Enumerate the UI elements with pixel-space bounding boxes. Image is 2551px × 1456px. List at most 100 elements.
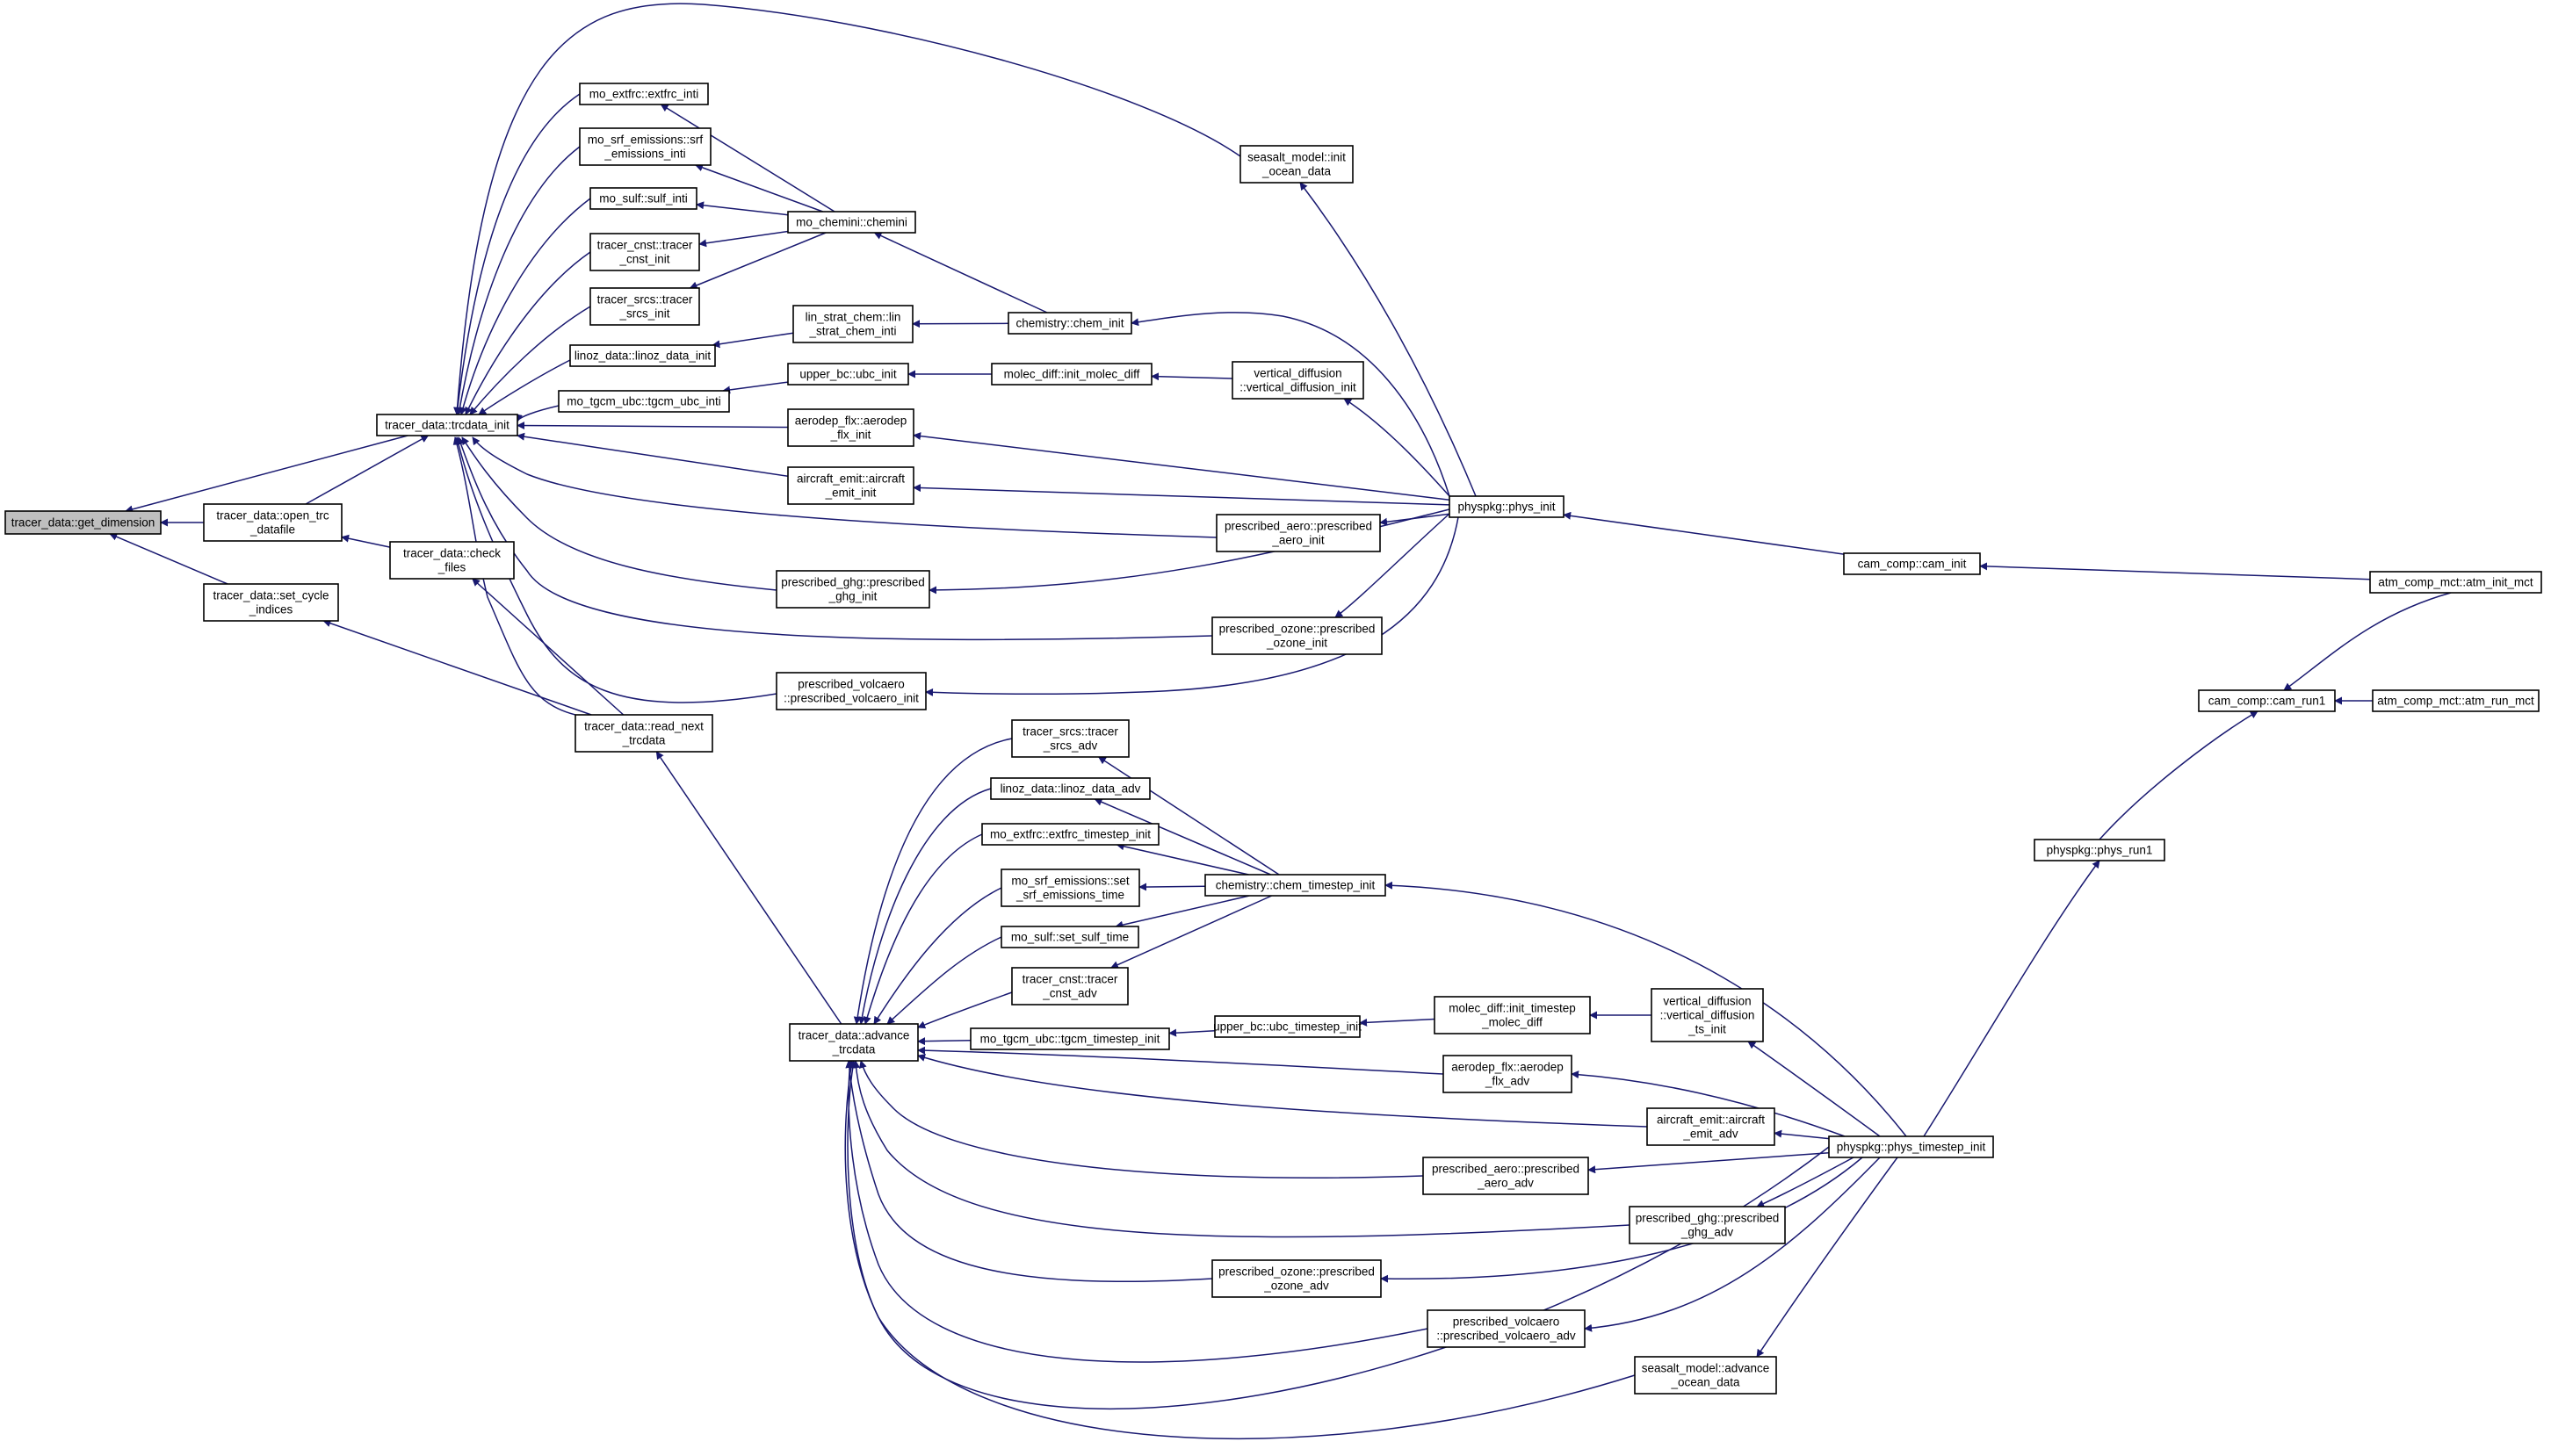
node-box xyxy=(1211,1259,1382,1298)
graph-node-n33[interactable]: tracer_srcs::tracer_srcs_adv xyxy=(1011,719,1130,758)
node-label: _ocean_data xyxy=(1261,165,1332,178)
node-box xyxy=(787,363,909,386)
node-label: mo_srf_emissions::srf xyxy=(588,133,704,147)
graph-node-n45[interactable]: aircraft_emit::aircraft_emit_adv xyxy=(1646,1107,1775,1146)
node-label: prescribed_volcaero xyxy=(1453,1315,1560,1329)
graph-node-n42[interactable]: molec_diff::init_timestep_molec_diff xyxy=(1434,996,1591,1034)
graph-node-n28[interactable]: cam_comp::cam_init xyxy=(1843,552,1981,575)
node-label: chemistry::chem_init xyxy=(1015,317,1124,330)
graph-node-n32[interactable]: physpkg::phys_run1 xyxy=(2034,839,2165,861)
node-label: _emit_init xyxy=(825,487,877,500)
node-label: aerodep_flx::aerodep xyxy=(1451,1061,1564,1074)
node-box xyxy=(1216,514,1381,552)
edge-n46-to-n6 xyxy=(858,1060,1424,1178)
node-box xyxy=(1011,719,1130,758)
node-box xyxy=(1001,869,1140,907)
edge-n15-to-n12 xyxy=(712,332,794,349)
edge-n27-to-n24 xyxy=(1343,398,1450,497)
graph-node-n38[interactable]: tracer_cnst::tracer_cnst_adv xyxy=(1011,967,1129,1006)
graph-node-n27[interactable]: physpkg::phys_init xyxy=(1449,495,1565,518)
graph-node-n24[interactable]: vertical_diffusion::vertical_diffusion_i… xyxy=(1232,361,1364,400)
edge-n2-to-n1 xyxy=(305,435,430,505)
graph-node-n13[interactable]: mo_tgcm_ubc::tgcm_ubc_inti xyxy=(558,390,730,413)
graph-node-n39[interactable]: mo_tgcm_ubc::tgcm_timestep_init xyxy=(970,1027,1170,1050)
node-label: tracer_data::check xyxy=(403,547,501,560)
node-label: molec_diff::init_molec_diff xyxy=(1004,368,1140,381)
edge-n49-to-n6 xyxy=(845,1060,1428,1363)
edge-n27-to-n26 xyxy=(1334,513,1450,618)
edges-layer xyxy=(109,3,2452,1439)
graph-node-n2[interactable]: tracer_data::open_trc_datafile xyxy=(203,503,343,542)
node-label: ::vertical_diffusion_init xyxy=(1239,381,1356,394)
node-box xyxy=(1629,1206,1786,1244)
graph-node-n29[interactable]: atm_comp_mct::atm_init_mct xyxy=(2369,571,2542,594)
node-label: tracer_data::read_next xyxy=(584,720,704,733)
graph-node-n47[interactable]: prescribed_ghg::prescribed_ghg_adv xyxy=(1629,1206,1786,1244)
graph-node-n12[interactable]: linoz_data::linoz_data_init xyxy=(569,344,716,367)
graph-node-n5[interactable]: tracer_data::read_next_trcdata xyxy=(575,714,713,753)
graph-node-n31[interactable]: atm_comp_mct::atm_run_mct xyxy=(2372,689,2540,712)
graph-node-n34[interactable]: linoz_data::linoz_data_adv xyxy=(990,777,1151,800)
graph-node-n23[interactable]: seasalt_model::init_ocean_data xyxy=(1239,145,1354,184)
node-label: _strat_chem_inti xyxy=(808,325,896,338)
graph-node-n46[interactable]: prescribed_aero::prescribed_aero_adv xyxy=(1422,1157,1589,1195)
node-label: _ghg_init xyxy=(828,590,878,603)
graph-node-n6[interactable]: tracer_data::advance_trcdata xyxy=(789,1023,919,1062)
graph-node-n30[interactable]: cam_comp::cam_run1 xyxy=(2198,689,2336,712)
edge-n5-to-n4 xyxy=(472,578,625,716)
graph-node-n17[interactable]: aerodep_flx::aerodep_flx_init xyxy=(787,408,914,447)
edge-n34-to-n6 xyxy=(857,788,992,1025)
graph-node-n9[interactable]: mo_sulf::sulf_inti xyxy=(589,187,697,210)
graph-node-n19[interactable]: prescribed_ghg::prescribed_ghg_init xyxy=(776,570,930,609)
graph-node-n43[interactable]: vertical_diffusion::vertical_diffusion_t… xyxy=(1651,988,1764,1042)
node-label: _molec_diff xyxy=(1481,1016,1543,1029)
node-box xyxy=(376,414,518,436)
graph-node-n10[interactable]: tracer_cnst::tracer_cnst_init xyxy=(589,233,700,271)
edge-n32-to-n30 xyxy=(2099,710,2258,840)
graph-node-n40[interactable]: chemistry::chem_timestep_init xyxy=(1204,874,1386,897)
graph-node-n16[interactable]: upper_bc::ubc_init xyxy=(787,363,909,386)
graph-node-n8[interactable]: mo_srf_emissions::srf_emissions_inti xyxy=(579,127,712,166)
edge-n38-to-n6 xyxy=(917,991,1013,1029)
node-box xyxy=(1828,1135,1994,1158)
graph-node-n11[interactable]: tracer_srcs::tracer_srcs_init xyxy=(589,287,700,326)
node-label: physpkg::phys_run1 xyxy=(2047,844,2153,857)
graph-node-n36[interactable]: mo_srf_emissions::set_srf_emissions_time xyxy=(1001,869,1140,907)
graph-node-n37[interactable]: mo_sulf::set_sulf_time xyxy=(1001,926,1139,948)
node-box xyxy=(4,510,162,535)
node-box xyxy=(787,466,914,505)
graph-node-n44[interactable]: aerodep_flx::aerodep_flx_adv xyxy=(1442,1055,1572,1093)
node-label: tracer_data::trcdata_init xyxy=(385,419,509,432)
node-label: mo_sulf::sulf_inti xyxy=(599,192,688,205)
graph-node-n3[interactable]: tracer_data::set_cycle_indices xyxy=(203,583,339,622)
graph-node-n7[interactable]: mo_extfrc::extfrc_inti xyxy=(579,83,709,105)
node-label: prescribed_aero::prescribed xyxy=(1225,520,1372,533)
edge-n14-to-n11 xyxy=(689,232,827,290)
node-box xyxy=(1232,361,1364,400)
graph-node-n1[interactable]: tracer_data::trcdata_init xyxy=(376,414,518,436)
node-label: prescribed_aero::prescribed xyxy=(1432,1163,1579,1176)
graph-node-n50[interactable]: seasalt_model::advance_ocean_data xyxy=(1634,1356,1777,1395)
graph-node-n49[interactable]: prescribed_volcaero::prescribed_volcaero… xyxy=(1427,1309,1586,1348)
graph-node-n15[interactable]: lin_strat_chem::lin_strat_chem_inti xyxy=(792,305,914,343)
graph-node-n14[interactable]: mo_chemini::chemini xyxy=(787,211,916,234)
graph-node-n51[interactable]: physpkg::phys_timestep_init xyxy=(1828,1135,1994,1158)
graph-node-n35[interactable]: mo_extfrc::extfrc_timestep_init xyxy=(981,823,1160,846)
graph-node-n18[interactable]: aircraft_emit::aircraft_emit_init xyxy=(787,466,914,505)
graph-node-n20[interactable]: prescribed_volcaero::prescribed_volcaero… xyxy=(776,672,927,710)
graph-node-n4[interactable]: tracer_data::check_files xyxy=(389,541,515,580)
graph-node-n0[interactable]: tracer_data::get_dimension xyxy=(4,510,162,535)
node-label: vertical_diffusion xyxy=(1254,367,1341,380)
node-label: linoz_data::linoz_data_adv xyxy=(1001,782,1141,796)
node-label: tracer_data::open_trc xyxy=(216,509,329,523)
edge-n27-to-n18 xyxy=(913,484,1450,506)
graph-node-n48[interactable]: prescribed_ozone::prescribed_ozone_adv xyxy=(1211,1259,1382,1298)
node-label: linoz_data::linoz_data_init xyxy=(575,350,712,363)
graph-node-n21[interactable]: chemistry::chem_init xyxy=(1008,312,1132,335)
graph-node-n41[interactable]: upper_bc::ubc_timestep_init xyxy=(1213,1015,1362,1038)
graph-node-n25[interactable]: prescribed_aero::prescribed_aero_init xyxy=(1216,514,1381,552)
graph-node-n22[interactable]: molec_diff::init_molec_diff xyxy=(991,363,1153,386)
node-label: _srcs_adv xyxy=(1043,739,1098,753)
graph-node-n26[interactable]: prescribed_ozone::prescribed_ozone_init xyxy=(1211,616,1383,655)
node-label: _srcs_init xyxy=(618,307,669,321)
